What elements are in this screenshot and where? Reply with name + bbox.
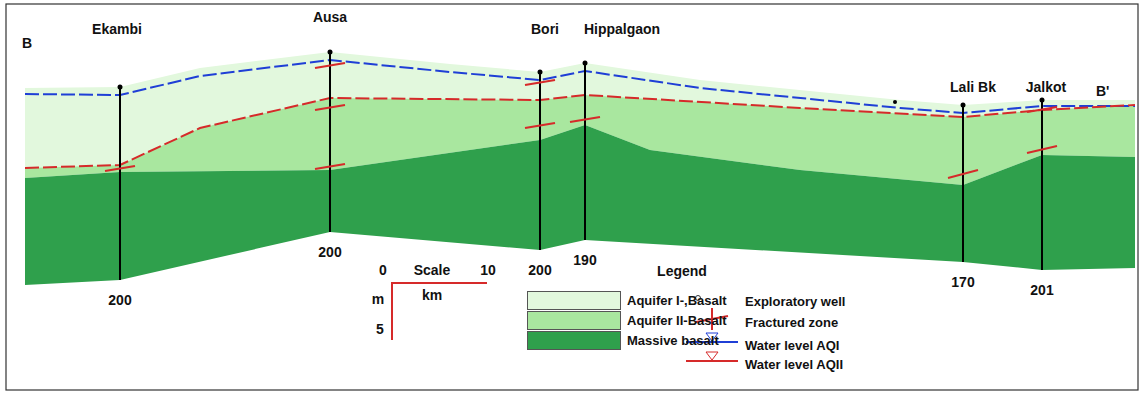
scale-tick: 0: [379, 263, 387, 277]
well-depth: 190: [573, 253, 596, 267]
scale-unit: km: [422, 288, 442, 302]
well-name: Bori: [531, 22, 559, 36]
fractured-zones: [105, 63, 1057, 178]
massive-basalt: [25, 125, 1135, 285]
aqii-sample: [686, 352, 738, 361]
frame: [6, 4, 1138, 390]
well-name: Lali Bk: [950, 80, 996, 94]
scale-unit: m: [372, 292, 384, 306]
legend-text: Water level AQI: [745, 339, 839, 352]
wells: [120, 52, 1042, 280]
well-name: Ekambi: [92, 22, 142, 36]
legend-swatch: [527, 291, 621, 310]
well-depth: 170: [951, 275, 974, 289]
legend-text: Fractured zone: [745, 316, 838, 329]
water-level-aqii: [25, 95, 1135, 168]
section-end: B': [1096, 84, 1109, 98]
water-level-aqi: [25, 60, 1135, 113]
scale-bar: [392, 283, 487, 340]
section-end: B: [22, 36, 32, 50]
well-depth: 200: [108, 293, 131, 307]
legend-title: Legend: [657, 264, 707, 278]
well-heads: [118, 50, 1045, 108]
scale-tick: 5: [376, 322, 384, 336]
scale-title: Scale: [414, 263, 451, 277]
well-depth: 200: [318, 245, 341, 259]
legend-swatch: [527, 331, 621, 350]
legend-swatch: [527, 311, 621, 330]
well-name: Hippalgaon: [584, 22, 660, 36]
well-name: Jalkot: [1026, 80, 1066, 94]
legend-text: Aquifer I-,Basalt: [627, 294, 727, 307]
well-depth: 201: [1030, 283, 1053, 297]
legend-text: Aquifer II-Basalt: [627, 314, 727, 327]
legend-text: Exploratory well: [745, 295, 845, 308]
well-name: Ausa: [313, 10, 347, 24]
scale-tick: 10: [480, 263, 496, 277]
well-depth: 200: [528, 263, 551, 277]
legend-text: Massive basalt: [627, 334, 719, 347]
legend-text: Water level AQII: [745, 358, 843, 371]
